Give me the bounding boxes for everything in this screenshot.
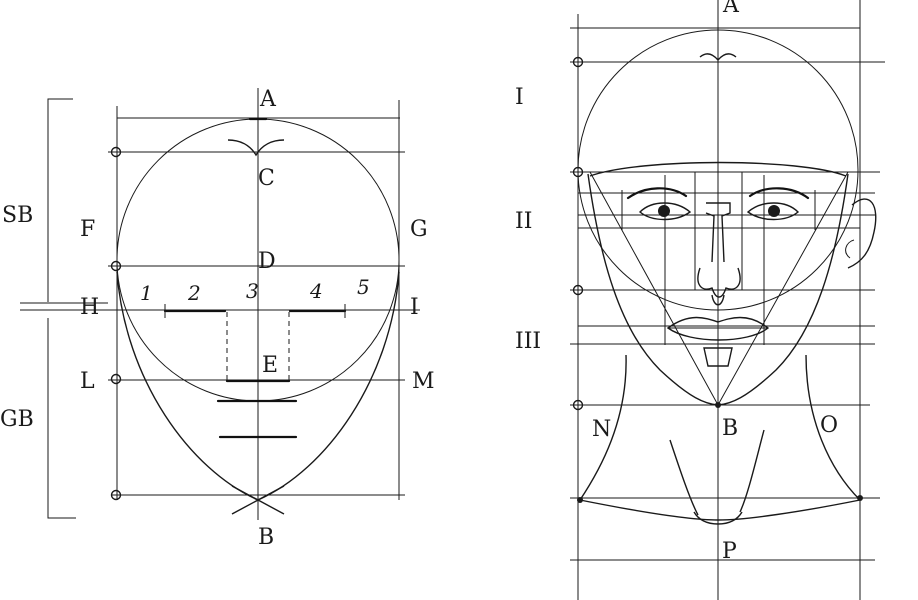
right-head-diagram: A B N O P I II III [515, 0, 885, 600]
label-h: H [80, 295, 99, 320]
division-1: 1 [140, 281, 153, 305]
jugular-notch [693, 511, 743, 525]
r-dot-4 [572, 399, 584, 411]
right-pupil [768, 205, 780, 217]
ear [847, 198, 877, 269]
label-b: B [258, 525, 274, 550]
label-g: G [410, 217, 428, 242]
division-5: 5 [357, 275, 370, 299]
section-i: I [515, 85, 524, 110]
right-brow-mark [699, 53, 737, 62]
right-cranium-circle [577, 29, 859, 311]
ear-inner [845, 239, 855, 259]
chin-plate [703, 347, 733, 367]
nose-bridge-right [706, 202, 731, 263]
nose-bridge-left [705, 212, 715, 263]
r-dot-3 [572, 284, 584, 296]
neck-muscle-left [669, 439, 699, 516]
r-label-b: B [722, 416, 738, 441]
label-m: M [412, 369, 435, 394]
section-iii: III [515, 329, 541, 354]
r-dot-1 [572, 56, 584, 68]
label-i: I [410, 295, 419, 320]
bracket-gb [47, 318, 76, 519]
r-label-o: O [820, 413, 838, 438]
dot-l-level [110, 373, 122, 385]
dot-b-level [110, 489, 122, 501]
left-head-diagram: A C D E B F G H I L M SB GB 1 2 3 4 5 [0, 87, 435, 550]
dot-f-level [110, 260, 122, 272]
bracket-sb [47, 98, 73, 302]
r-label-a: A [722, 0, 740, 18]
label-a: A [259, 87, 277, 112]
face-triangle [589, 171, 849, 407]
neck-left [579, 354, 627, 501]
r-dot-shoulder-right [857, 495, 863, 501]
section-ii: II [515, 209, 532, 234]
r-dot-shoulder-left [577, 497, 583, 503]
left-eyebrow [626, 187, 688, 200]
hairline [589, 161, 847, 177]
neck-muscle-right [739, 429, 765, 513]
r-label-n: N [592, 417, 611, 442]
r-dot-chin [715, 402, 721, 408]
label-c: C [258, 166, 275, 191]
nose-tip [697, 267, 741, 298]
right-eye [746, 202, 800, 221]
division-2: 2 [187, 281, 201, 305]
right-eyebrow [748, 187, 810, 200]
lips [666, 316, 770, 341]
label-l: L [80, 369, 95, 394]
label-gb: GB [0, 407, 34, 432]
chin-cross-2 [231, 485, 285, 515]
r-dot-2 [572, 166, 584, 178]
collar-line [579, 499, 861, 521]
r-label-p: P [722, 539, 737, 564]
division-4: 4 [309, 279, 323, 303]
label-f: F [80, 217, 95, 242]
left-pupil [658, 205, 670, 217]
label-e: E [262, 353, 278, 378]
left-eye [638, 202, 692, 221]
neck-right [805, 354, 861, 501]
brow-mark [227, 139, 285, 157]
division-3: 3 [246, 279, 259, 303]
philtrum [711, 294, 725, 306]
label-sb: SB [2, 203, 33, 228]
label-d: D [258, 249, 276, 274]
dot-c-level [110, 146, 122, 158]
